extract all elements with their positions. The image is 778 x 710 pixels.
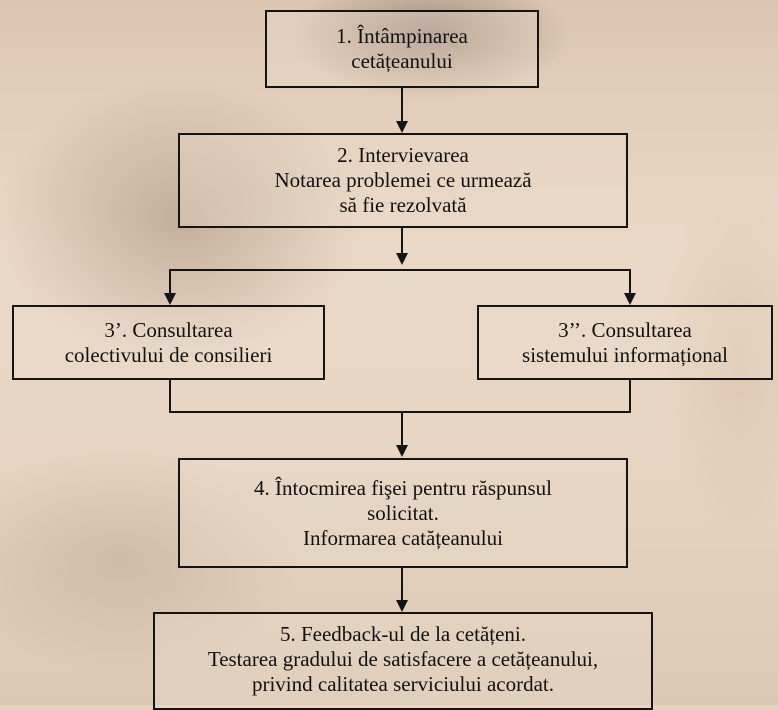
step-4-line-3: Informarea catățeanului [303,525,503,550]
step-5-line-3: privind calitatea serviciului acordat. [251,672,555,696]
step-3b-line-1: 3’’. Consultarea [558,317,692,342]
step-1-box: 1. Întâmpinarea cetățeanului [265,10,539,88]
step-4-line-1: 4. Întocmirea fişei pentru răspunsul [254,475,552,500]
step-2-line-2: Notarea problemei ce urmează [274,168,532,192]
step-3b-line-2: sistemului informațional [522,342,728,367]
step-1-line-2: cetățeanului [351,49,453,73]
step-1-line-1: 1. Întâmpinarea [336,24,468,48]
split-branch-line [169,269,631,298]
step-3a-line-1: 3’. Consultarea [104,317,233,342]
step-3a-box: 3’. Consultarea colectivului de consilie… [12,305,325,380]
step-2-line-3: să fie rezolvată [339,193,467,217]
step-2-box: 2. Intervievarea Notarea problemei ce ur… [178,133,628,228]
step-4-line-2: solicitat. [367,500,439,525]
step-3b-box: 3’’. Consultarea sistemului informaționa… [477,305,773,380]
merge-branch-line [169,380,631,413]
step-5-box: 5. Feedback-ul de la cetățeni. Testarea … [153,612,653,710]
step-5-line-2: Testarea gradului de satisfacere a cetăț… [207,647,599,671]
step-5-line-1: 5. Feedback-ul de la cetățeni. [279,622,527,646]
step-2-line-1: 2. Intervievarea [337,143,469,167]
step-3a-line-2: colectivului de consilieri [64,342,273,367]
step-4-box: 4. Întocmirea fişei pentru răspunsul sol… [178,458,628,568]
